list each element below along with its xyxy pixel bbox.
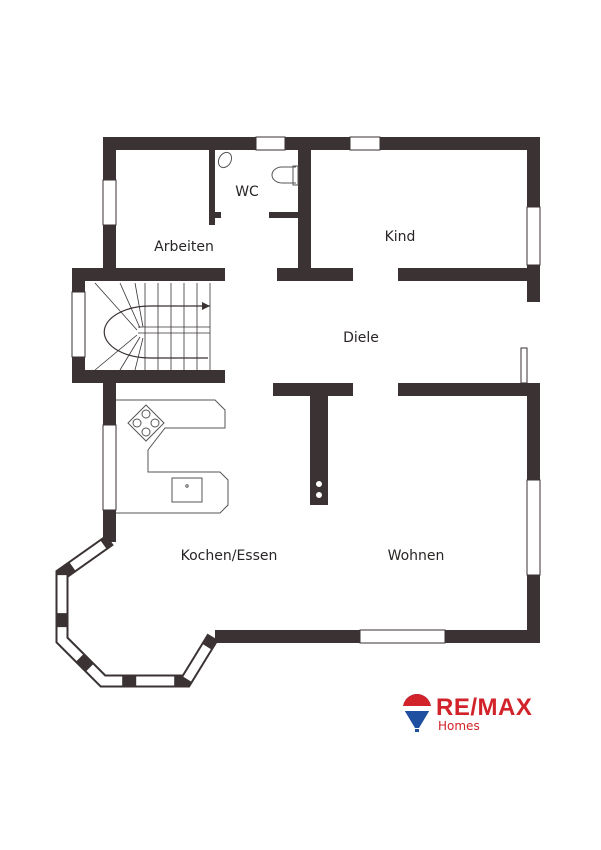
windows <box>71 136 541 644</box>
remax-balloon-logo <box>403 694 431 732</box>
room-label-wc: WC <box>235 184 259 200</box>
staircase <box>94 282 211 371</box>
kitchen-counter <box>116 399 229 514</box>
stair-arrow-icon <box>202 302 210 310</box>
bay-window <box>55 534 219 688</box>
room-label-kochen-essen: Kochen/Essen <box>180 548 278 564</box>
walls <box>72 137 540 643</box>
room-label-kind: Kind <box>384 229 416 245</box>
room-label-arbeiten: Arbeiten <box>154 239 214 255</box>
stove-outlets <box>315 480 323 499</box>
logo-brand: RE/MAX <box>436 694 533 721</box>
logo-sub: Homes <box>438 719 480 733</box>
room-label-wohnen: Wohnen <box>387 548 445 564</box>
room-label-diele: Diele <box>343 330 379 346</box>
wc-fixtures <box>217 151 299 186</box>
remax-logo: RE/MAX Homes <box>402 694 542 738</box>
